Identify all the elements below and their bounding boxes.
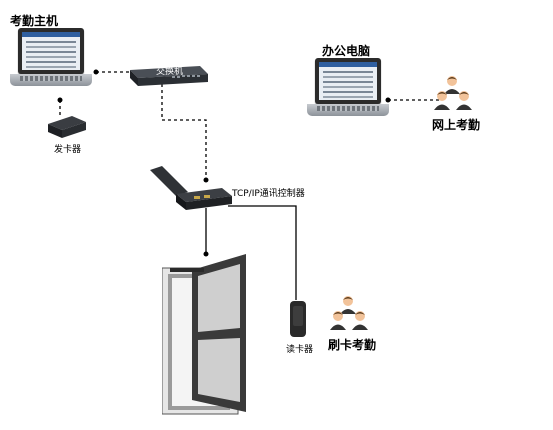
people-icon [434, 74, 474, 116]
card-reader-icon [289, 300, 307, 344]
network-switch-icon [128, 62, 210, 92]
laptop-icon [10, 28, 92, 86]
people-icon [330, 294, 370, 336]
card-issuer-label: 发卡器 [54, 145, 82, 155]
card-reader-label: 读卡器 [286, 345, 314, 355]
access-controller-icon [148, 166, 234, 216]
link-switch-controller [161, 84, 207, 180]
office-computer-label: 办公电脑 [322, 44, 371, 58]
attendance-host-label: 考勤主机 [10, 14, 59, 28]
controller-label: TCP/IP通讯控制器 [232, 189, 305, 199]
door-icon [161, 254, 252, 420]
laptop-icon [307, 58, 389, 116]
link-controller-reader [228, 205, 297, 300]
swipe-attendance-label: 刷卡考勤 [328, 338, 377, 352]
online-attendance-label: 网上考勤 [432, 118, 481, 132]
switch-label: 交换机 [156, 67, 184, 77]
card-issuer-icon [44, 114, 90, 144]
